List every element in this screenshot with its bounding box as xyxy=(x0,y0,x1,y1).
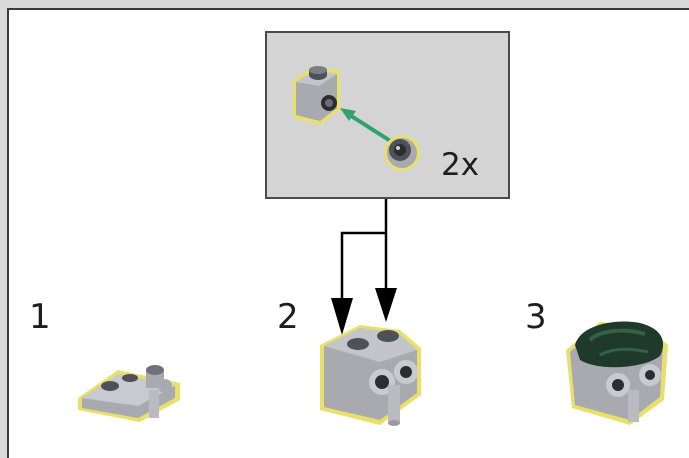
callout-brick-illustration xyxy=(293,66,340,125)
step-1-part xyxy=(78,365,180,422)
step-3-part xyxy=(566,321,668,425)
step-2-part xyxy=(320,325,421,426)
callout-green-arrow xyxy=(340,108,394,144)
step-number-1: 1 xyxy=(29,297,51,337)
step-number-3: 3 xyxy=(525,297,547,337)
arrow-head-left xyxy=(331,298,353,335)
arrow-head-right xyxy=(375,288,397,322)
quantity-multiplier: 2x xyxy=(441,147,480,183)
assembly-arrows xyxy=(340,199,388,300)
callout-round-part xyxy=(384,135,420,171)
step-number-2: 2 xyxy=(277,297,299,337)
